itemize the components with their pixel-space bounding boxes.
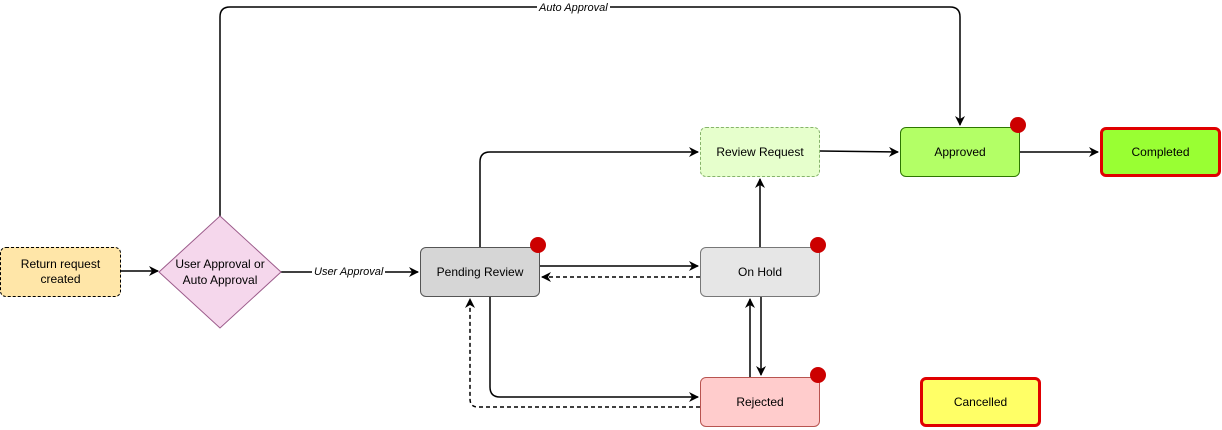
on-hold-marker [810, 237, 826, 253]
decision-label[interactable]: User Approval or Auto Approval [175, 257, 265, 287]
review-request-node[interactable]: Review Request [700, 127, 820, 177]
completed-label: Completed [1131, 144, 1190, 159]
on-hold-label: On Hold [737, 264, 783, 279]
approved-node[interactable]: Approved [900, 127, 1020, 177]
edge-auto-approval [219, 6, 965, 216]
auto-approval-label: Auto Approval [537, 2, 610, 14]
user-approval-label: User Approval [312, 266, 386, 278]
edge-pending-to-review [479, 147, 699, 247]
return-request-node[interactable]: Return request created [0, 247, 121, 297]
review-request-label: Review Request [716, 144, 804, 159]
edge-rejected-to-pending [465, 298, 700, 408]
pending-review-marker [530, 237, 546, 253]
rejected-node[interactable]: Rejected [700, 377, 820, 427]
cancelled-label: Cancelled [953, 394, 1008, 409]
completed-node[interactable]: Completed [1100, 127, 1221, 177]
pending-review-node[interactable]: Pending Review [420, 247, 540, 297]
rejected-label: Rejected [736, 394, 784, 409]
pending-review-label: Pending Review [436, 264, 524, 279]
edge-pending-to-rejected [489, 297, 699, 402]
edge-review-to-approved [819, 146, 899, 157]
decision-diamond-shape [158, 215, 282, 329]
approved-label: Approved [934, 144, 986, 159]
approved-marker [1010, 117, 1026, 133]
return-request-label: Return request created [20, 257, 101, 286]
cancelled-node[interactable]: Cancelled [920, 377, 1041, 427]
rejected-marker [810, 367, 826, 383]
on-hold-node[interactable]: On Hold [700, 247, 820, 297]
